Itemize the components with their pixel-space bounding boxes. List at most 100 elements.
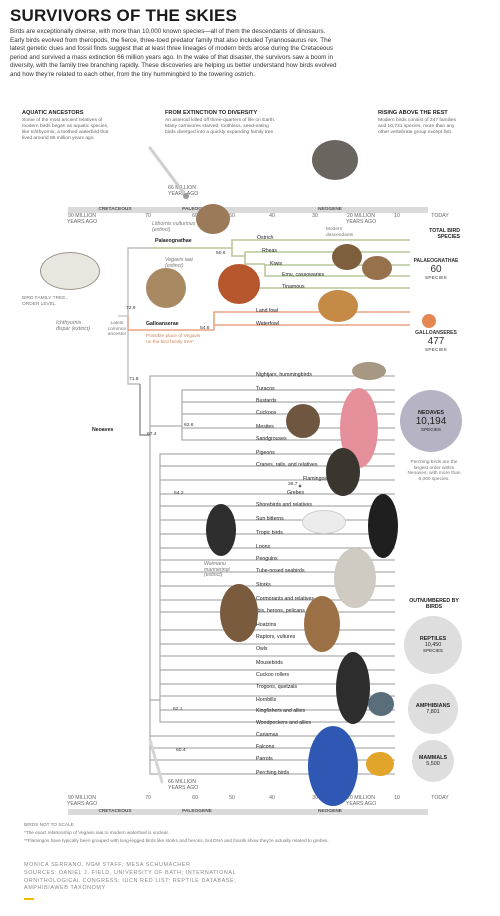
column-heading: AQUATIC ANCESTORS <box>22 110 84 116</box>
order-label: Kiwis <box>270 261 283 267</box>
order-label: Grebes <box>287 490 305 496</box>
node-age: 36.7 <box>288 482 298 487</box>
event-label-bottom: 66 MILLION YEARS AGO <box>168 779 199 791</box>
totals-heading: TOTAL BIRD SPECIES <box>429 228 460 240</box>
column-text: Some of the most ancient relatives of mo… <box>22 118 109 141</box>
column-heading: FROM EXTINCTION TO DIVERSITY <box>165 110 258 116</box>
rooster-illustration <box>218 264 260 304</box>
total-galloanserae: GALLOANSERES 477 SPECIES <box>406 330 466 353</box>
outnumbered-count: 5,500 <box>426 761 440 767</box>
order-label: Turacos <box>256 386 275 392</box>
order-label: Waterfowl <box>256 321 279 327</box>
outnumbered-heading: OUTNUMBERED BY BIRDS <box>409 598 459 610</box>
tick-20: 20 MILLION YEARS AGO <box>345 795 377 807</box>
credit-line: ORNITHOLOGICAL CONGRESS; IUCN RED LIST; … <box>24 877 237 884</box>
order-label: Loons <box>256 544 271 550</box>
order-label: Flamingos** <box>303 476 331 482</box>
order-label: Tropic birds <box>256 530 283 536</box>
order-label: Trogons, quetzals <box>256 684 298 690</box>
outnumbered-count: 10,450 <box>424 642 442 648</box>
kiwi-illustration <box>332 244 362 270</box>
order-label: Cranes, rails, and relatives <box>256 462 318 468</box>
order-label: Cuckoo rollers <box>256 672 290 678</box>
total-count: 10,194 <box>415 415 447 427</box>
credit-line: AMPHIBIAWEB TAXONOMY <box>24 885 106 892</box>
node-age: 50.6 <box>216 251 226 256</box>
timebar-bottom: CRETACEOUS PALEOGENE NEOGENE <box>68 809 428 815</box>
penguin-illustration <box>368 494 398 558</box>
tick-40: 40 <box>269 795 275 801</box>
total-palaeognathae: PALAEOGNATHAE 60 SPECIES <box>406 258 466 281</box>
order-label: Bustards <box>256 398 277 404</box>
mammals-bubble: MAMMALS 5,500 <box>412 740 454 782</box>
clade-galloanserae: Galloanserae <box>146 321 179 327</box>
neoaves-bubble: NEOAVES 10,194 SPECIES <box>400 390 462 452</box>
vegavis-note: Possible place of Vegavis on the bird fa… <box>146 334 201 345</box>
node-age: 62.6 <box>184 423 194 428</box>
order-label: Shorebirds and relatives <box>256 502 312 508</box>
node-age: 71.9 <box>129 377 139 382</box>
node-age: 54.6 <box>200 326 210 331</box>
vegavis-illustration <box>146 268 186 308</box>
order-label: Kingfishers and allies <box>256 708 306 714</box>
order-label: Sandgrouses <box>256 436 287 442</box>
scale-note: BIRDS NOT TO SCALE <box>24 822 74 827</box>
loon-illustration <box>206 504 236 556</box>
order-label: Rheas <box>262 248 277 254</box>
total-name: PALAEOGNATHAE <box>413 258 459 264</box>
tick-50: 50 <box>229 795 235 801</box>
order-label: Tube-nosed seabirds <box>256 568 305 574</box>
order-label: Cormorants and relatives <box>256 596 314 602</box>
tick-30: 30 <box>312 795 318 801</box>
order-label: Mousebirds <box>256 660 283 666</box>
amphibians-bubble: AMPHIBIANS 7,801 <box>408 684 458 734</box>
tick-50: 50 <box>229 213 235 219</box>
asteroid-icon <box>148 146 188 198</box>
credits: MONICA SERRANO, NGM STAFF; MESA SCHUMACH… <box>24 862 236 893</box>
column-aquatic-ancestors: AQUATIC ANCESTORS Some of the most ancie… <box>22 110 117 142</box>
total-name: GALLOANSERES <box>415 330 457 336</box>
total-unit: SPECIES <box>424 347 447 352</box>
tick-20: 20 MILLION YEARS AGO <box>345 213 377 225</box>
tick-90: 90 MILLION YEARS AGO <box>66 213 98 225</box>
family-tree-label: BIRD FAMILY TREE, ORDER LEVEL <box>22 296 67 307</box>
total-unit: SPECIES <box>424 275 447 280</box>
kingfisher-illustration <box>368 692 394 716</box>
period-paleogene: PALEOGENE <box>182 809 212 814</box>
grebe-illustration <box>326 448 360 496</box>
ostrich-illustration <box>312 140 358 180</box>
galloanserae-dot <box>422 314 436 328</box>
outnumbered-unit: SPECIES <box>423 648 443 653</box>
tick-30: 30 <box>312 213 318 219</box>
column-extinction: FROM EXTINCTION TO DIVERSITY An asteroid… <box>165 110 280 136</box>
duck-illustration <box>318 290 358 322</box>
outnumbered-count: 7,801 <box>426 709 440 715</box>
waimanu-label: Waimanu manneringi (extinct) <box>204 561 230 579</box>
column-text: An asteroid killed off three-quarters of… <box>165 118 276 135</box>
macaw-illustration <box>308 726 358 806</box>
clade-palaeognathae: Palaeognathae <box>155 238 192 244</box>
common-ancestor-label: Latest common ancestor <box>107 321 127 338</box>
outnumbered-name: MAMMALS <box>418 755 448 761</box>
total-name: NEOAVES <box>418 409 444 416</box>
tick-70: 70 <box>145 213 151 219</box>
clade-neoaves: Neoaves <box>92 427 114 433</box>
hornbill-illustration <box>336 652 370 724</box>
node-age: 72.9 <box>126 306 136 311</box>
period-cretaceous: CRETACEOUS <box>98 809 132 814</box>
order-label: Cariamas <box>256 732 279 738</box>
neoaves-lines <box>149 375 395 775</box>
total-unit: SPECIES <box>421 426 441 432</box>
order-label: Land fowl <box>256 308 279 314</box>
tick-60: 60 <box>192 795 198 801</box>
order-label: Ostrich <box>257 235 274 241</box>
credit-line: MONICA SERRANO, NGM STAFF; MESA SCHUMACH… <box>24 862 191 868</box>
vulture-illustration <box>220 584 258 642</box>
neoaves-note: Perching birds are the largest order wit… <box>407 460 461 482</box>
period-cretaceous: CRETACEOUS <box>98 207 132 212</box>
order-label: Mesites <box>256 424 274 430</box>
tick-40: 40 <box>269 213 275 219</box>
ichthyornis-label: Ichthyornis dispar (extinct) <box>56 320 91 332</box>
order-label: Penguins <box>256 556 278 562</box>
pelican-illustration <box>334 548 376 608</box>
